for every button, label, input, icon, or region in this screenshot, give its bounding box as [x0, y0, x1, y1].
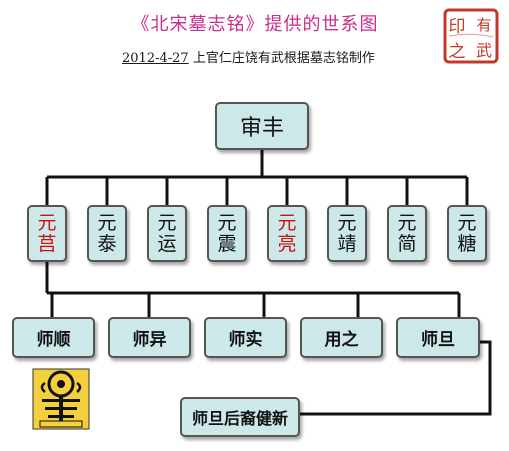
seal-char-3: 之: [449, 42, 466, 62]
child-node: 元 震: [207, 205, 247, 262]
grandchild-node: 师实: [204, 317, 287, 358]
child-gen-char: 元: [457, 211, 477, 234]
child-name-char: 糖: [457, 232, 477, 255]
child-gen-char: 元: [157, 211, 177, 234]
grandchild-node: 师异: [108, 317, 191, 358]
seal-stamp-icon: 印 有 之 武: [443, 8, 499, 64]
child-node: 元 糖: [447, 205, 487, 262]
grandchild-node: 用之: [300, 317, 383, 358]
grandchild-node: 师顺: [12, 317, 95, 358]
child-node: 元 亮: [267, 205, 307, 262]
child-gen-char: 元: [37, 211, 57, 234]
subtitle-date: 2012-4-27: [122, 51, 189, 66]
child-node: 元 靖: [327, 205, 367, 262]
child-name-char: 泰: [97, 232, 117, 255]
child-name-char: 亮: [277, 232, 297, 255]
diagram-subtitle: 2012-4-27 上官仁庄饶有武根据墓志铭制作: [122, 47, 375, 66]
child-node: 元 运: [147, 205, 187, 262]
child-gen-char: 元: [397, 211, 417, 234]
child-node: 元 莒: [27, 205, 67, 262]
child-node: 元 泰: [87, 205, 127, 262]
seal-char-1: 印: [449, 17, 466, 37]
subtitle-text: 上官仁庄饶有武根据墓志铭制作: [192, 51, 375, 66]
child-name-char: 震: [217, 232, 237, 255]
child-name-char: 靖: [337, 232, 357, 255]
seal-char-2: 有: [476, 16, 491, 34]
child-name-char: 莒: [37, 232, 57, 255]
grandchild-node: 师旦: [396, 317, 480, 358]
child-gen-char: 元: [97, 211, 117, 234]
child-gen-char: 元: [217, 211, 237, 234]
clan-emblem-icon: [32, 368, 90, 430]
diagram-title: 《北宋墓志铭》提供的世系图: [131, 14, 379, 35]
child-gen-char: 元: [337, 211, 357, 234]
child-node: 元 简: [387, 205, 427, 262]
child-gen-char: 元: [277, 211, 297, 234]
root-node: 审丰: [215, 102, 309, 150]
seal-char-4: 武: [476, 41, 492, 60]
child-name-char: 简: [397, 232, 417, 255]
descendant-node: 师旦后裔健新: [180, 397, 300, 437]
child-name-char: 运: [157, 232, 177, 255]
